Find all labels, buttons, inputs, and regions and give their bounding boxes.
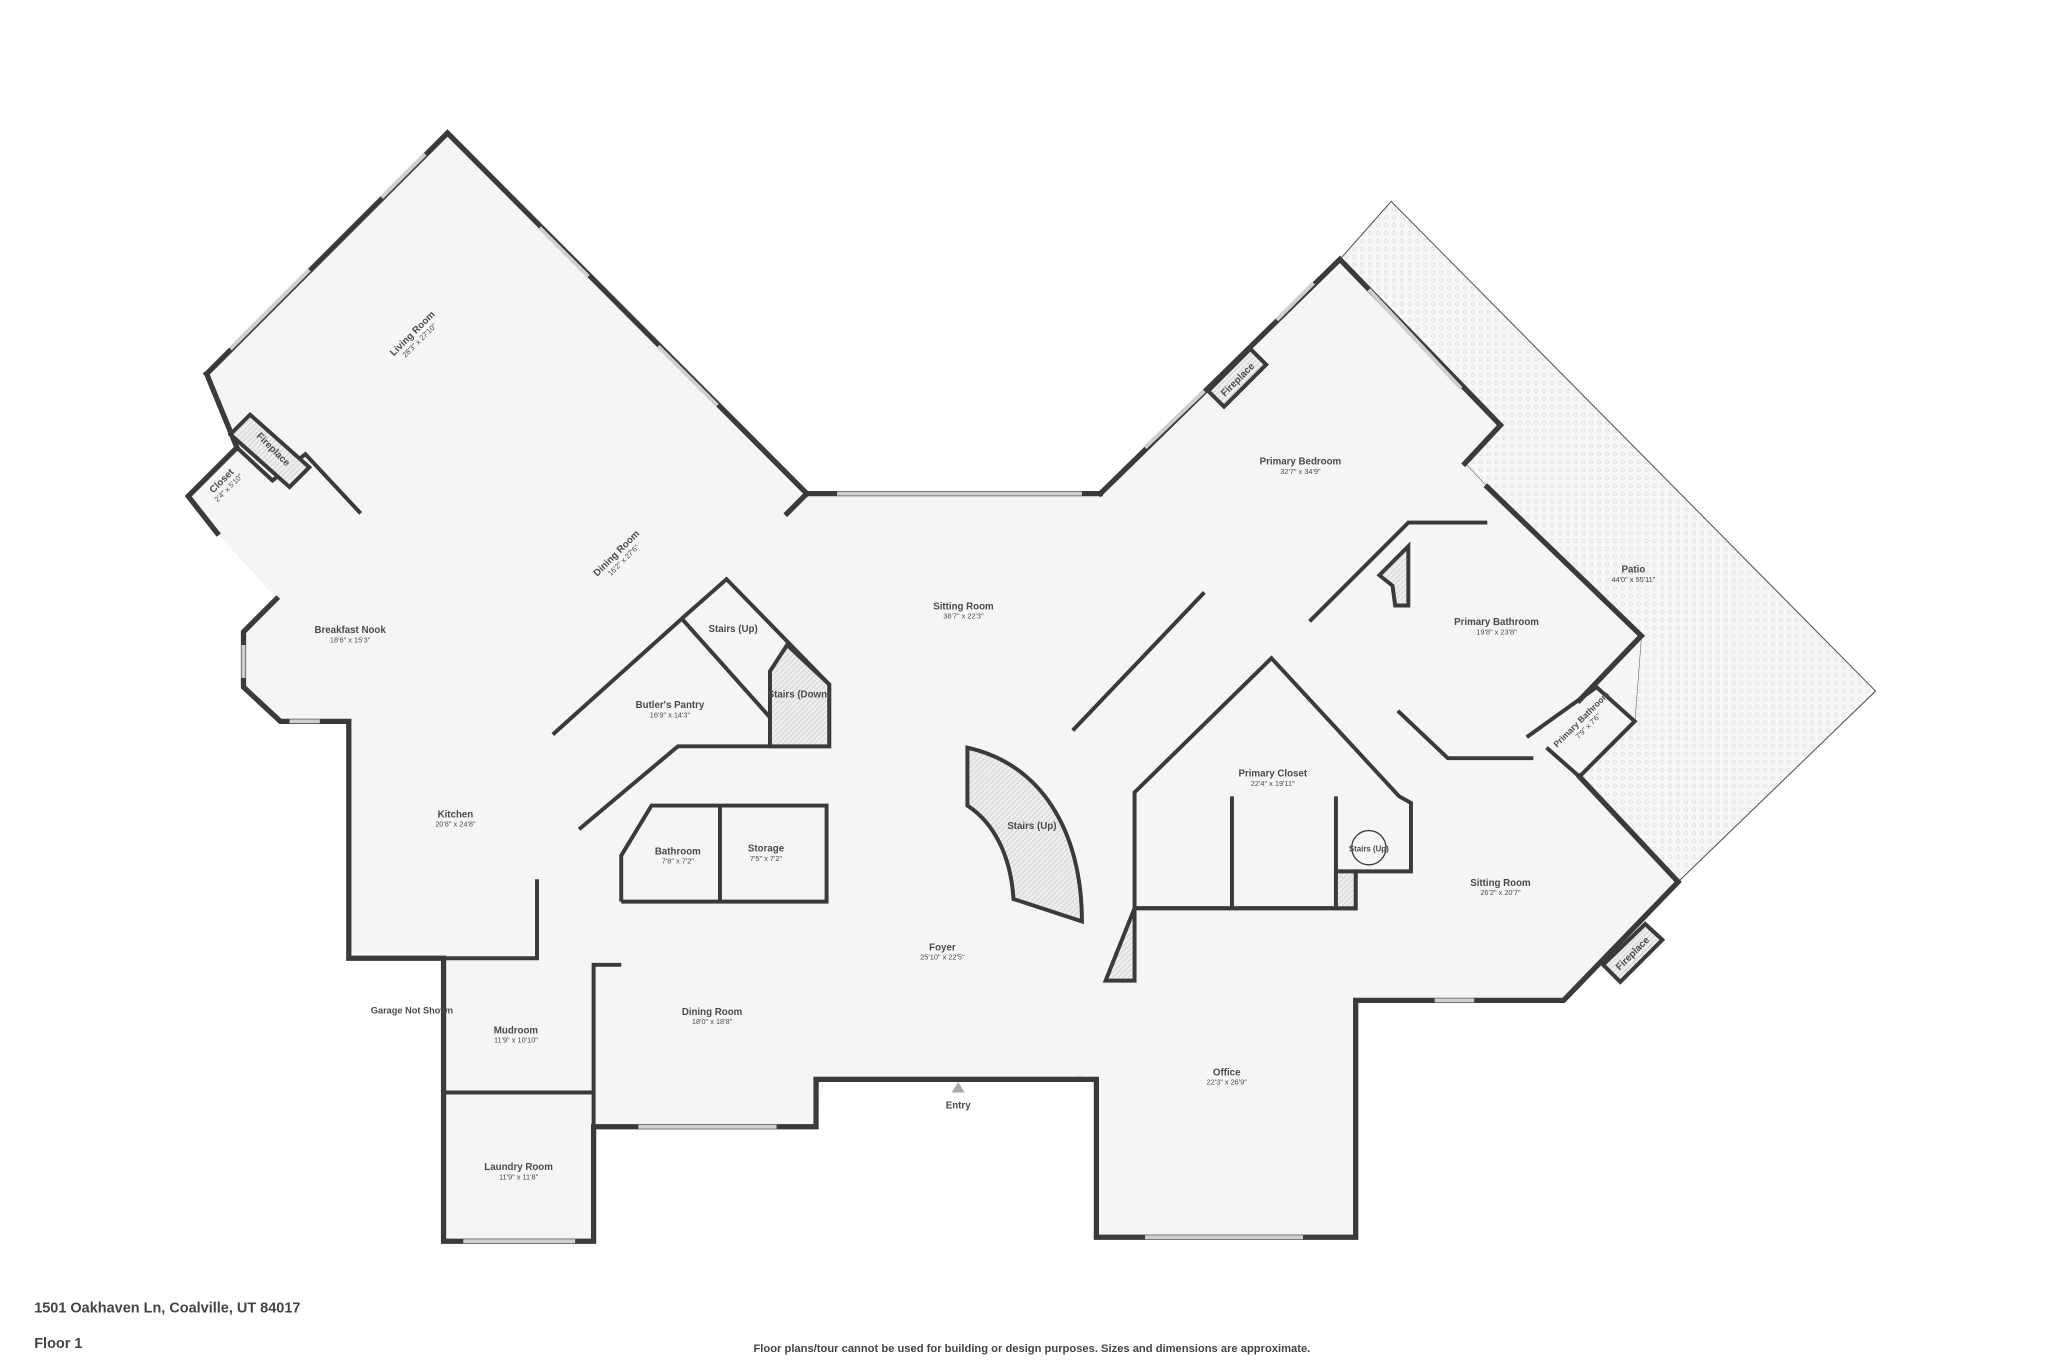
room-label-foyer: Foyer 25'10" x 22'5" bbox=[920, 942, 965, 961]
svg-text:18'6" x 15'3": 18'6" x 15'3" bbox=[330, 635, 371, 644]
svg-text:Mudroom: Mudroom bbox=[494, 1025, 539, 1036]
stairs-up-label: Stairs (Up) bbox=[1007, 821, 1056, 832]
svg-text:16'9" x 14'3": 16'9" x 14'3" bbox=[650, 710, 691, 719]
svg-text:11'9" x 10'10": 11'9" x 10'10" bbox=[494, 1035, 538, 1044]
svg-text:Primary Bedroom: Primary Bedroom bbox=[1260, 457, 1342, 468]
room-label-laundry-room: Laundry Room 11'9" x 11'8" bbox=[484, 1162, 553, 1181]
svg-text:25'10" x 22'5": 25'10" x 22'5" bbox=[920, 953, 965, 962]
svg-text:7'5" x 7'2": 7'5" x 7'2" bbox=[750, 854, 783, 863]
garage-label: Garage Not Shown bbox=[371, 1006, 454, 1016]
room-label-butlers-pantry: Butler's Pantry 16'9" x 14'3" bbox=[636, 700, 705, 719]
room-label-primary-closet: Primary Closet 22'4" x 19'11" bbox=[1238, 769, 1307, 788]
svg-text:Storage: Storage bbox=[748, 844, 785, 855]
svg-text:38'7" x 22'3": 38'7" x 22'3" bbox=[943, 612, 984, 621]
exterior-wall bbox=[783, 489, 811, 518]
svg-text:19'8" x 23'8": 19'8" x 23'8" bbox=[1476, 627, 1517, 636]
svg-text:Sitting Room: Sitting Room bbox=[933, 601, 994, 612]
stairs-down-label: Stairs (Down) bbox=[768, 690, 831, 701]
room-label-storage: Storage 7'5" x 7'2" bbox=[748, 844, 785, 863]
address: 1501 Oakhaven Ln, Coalville, UT 84017 bbox=[34, 1300, 300, 1316]
svg-text:Office: Office bbox=[1213, 1067, 1241, 1078]
svg-text:Kitchen: Kitchen bbox=[438, 809, 474, 820]
svg-text:Foyer: Foyer bbox=[929, 942, 956, 953]
svg-text:Bathroom: Bathroom bbox=[655, 846, 701, 857]
room-label-primary-bathroom: Primary Bathroom 19'8" x 23'8" bbox=[1454, 617, 1539, 636]
exterior-wall bbox=[1483, 483, 1646, 704]
svg-text:22'4" x 19'11": 22'4" x 19'11" bbox=[1251, 779, 1295, 788]
svg-text:11'9" x 11'8": 11'9" x 11'8" bbox=[499, 1172, 539, 1181]
svg-text:Butler's Pantry: Butler's Pantry bbox=[636, 700, 705, 711]
disclaimer: Floor plans/tour cannot be used for buil… bbox=[753, 1343, 1310, 1355]
room-label-patio: Patio 44'0" x 55'11" bbox=[1611, 565, 1655, 584]
floor-label: Floor 1 bbox=[34, 1336, 82, 1352]
stairs-up-label: Stairs (Up) bbox=[709, 624, 758, 635]
svg-text:20'8" x 24'8": 20'8" x 24'8" bbox=[435, 820, 476, 829]
room-label-kitchen: Kitchen 20'8" x 24'8" bbox=[435, 809, 476, 828]
svg-text:Dining Room: Dining Room bbox=[682, 1007, 743, 1018]
svg-text:44'0" x 55'11": 44'0" x 55'11" bbox=[1611, 575, 1655, 584]
room-label-sitting-room: Sitting Room 38'7" x 22'3" bbox=[933, 601, 994, 620]
room-label-mudroom: Mudroom 11'9" x 10'10" bbox=[494, 1025, 539, 1044]
entry-label: Entry bbox=[946, 1100, 971, 1111]
room-label-sitting-room-2: Sitting Room 26'2" x 20'7" bbox=[1470, 878, 1531, 897]
exterior-wall bbox=[240, 595, 1082, 1244]
entry-arrow-icon bbox=[951, 1081, 965, 1093]
svg-text:Primary Bathroom: Primary Bathroom bbox=[1454, 617, 1539, 628]
spiral-stairs-icon bbox=[1351, 829, 1387, 866]
svg-text:Breakfast Nook: Breakfast Nook bbox=[314, 625, 386, 636]
room-label-breakfast-nook: Breakfast Nook 18'6" x 15'3" bbox=[314, 625, 386, 644]
svg-text:18'0" x 18'8": 18'0" x 18'8" bbox=[692, 1017, 733, 1026]
svg-text:Patio: Patio bbox=[1622, 565, 1646, 576]
exterior-wall bbox=[1076, 772, 1682, 1240]
room-label-dining-room-2: Dining Room 18'0" x 18'8" bbox=[682, 1007, 743, 1026]
svg-text:22'3" x 26'9": 22'3" x 26'9" bbox=[1207, 1078, 1248, 1087]
svg-text:32'7" x 34'9": 32'7" x 34'9" bbox=[1280, 467, 1321, 476]
room-label-bathroom: Bathroom 7'8" x 7'2" bbox=[655, 846, 701, 865]
svg-text:Sitting Room: Sitting Room bbox=[1470, 878, 1531, 889]
stairs-up-curved bbox=[965, 745, 1084, 925]
svg-text:7'8" x 7'2": 7'8" x 7'2" bbox=[662, 856, 695, 865]
room-label-primary-bedroom: Primary Bedroom 32'7" x 34'9" bbox=[1260, 457, 1342, 476]
room-label-office: Office 22'3" x 26'9" bbox=[1207, 1067, 1248, 1086]
stairs-up-label: Stairs (Up) bbox=[1349, 845, 1389, 854]
svg-text:Primary Closet: Primary Closet bbox=[1238, 769, 1307, 780]
svg-text:26'2" x 20'7": 26'2" x 20'7" bbox=[1480, 888, 1521, 897]
exterior-wall bbox=[184, 370, 241, 537]
svg-text:Laundry Room: Laundry Room bbox=[484, 1162, 553, 1173]
floor-area bbox=[188, 132, 1679, 1242]
